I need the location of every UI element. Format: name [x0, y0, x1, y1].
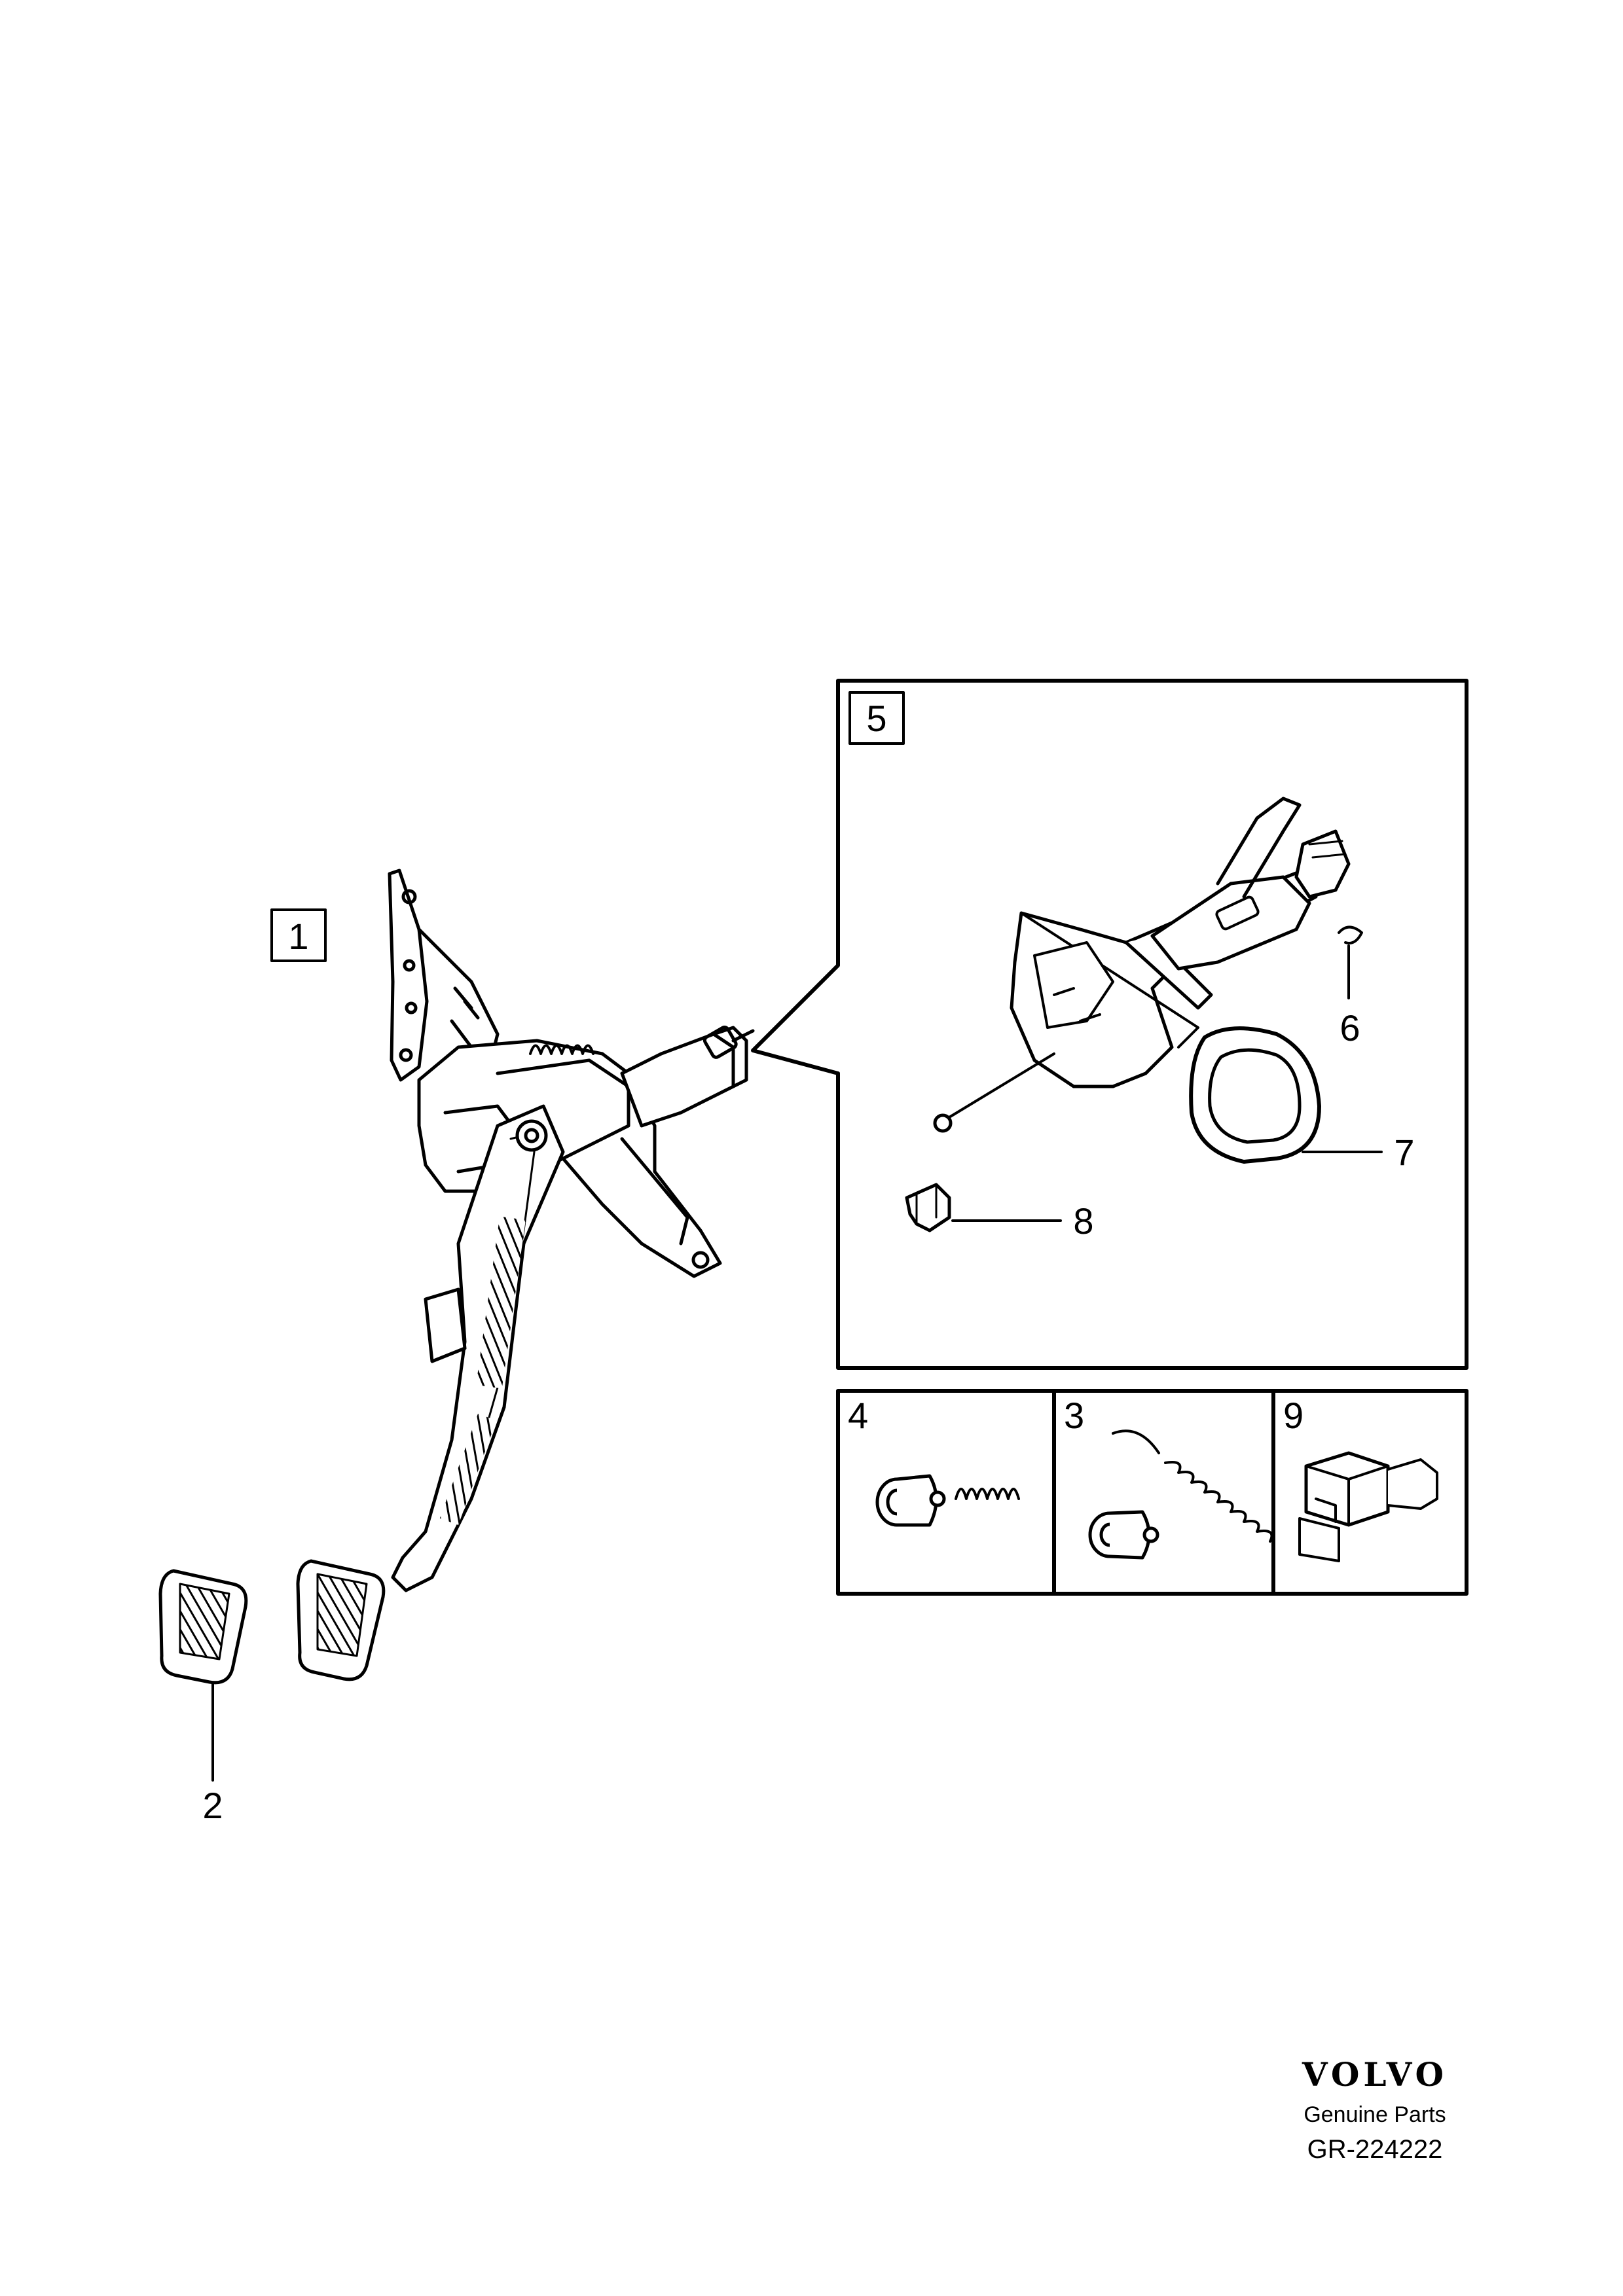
- mounting-clip: [905, 1183, 951, 1232]
- callout-2: 2: [202, 1785, 223, 1826]
- callout-6: 6: [1340, 1007, 1360, 1049]
- callout-box-1: [270, 908, 327, 962]
- callout-9: 9: [1283, 1395, 1304, 1436]
- callout-box-5: [848, 691, 905, 745]
- brand-subtitle: Genuine Parts: [1304, 2102, 1446, 2127]
- rubber-seal: [1189, 1026, 1321, 1164]
- diagram-code: GR-224222: [1307, 2135, 1443, 2164]
- bushing-and-spring-kit: [875, 1474, 1020, 1527]
- return-spring-kit: [1088, 1429, 1273, 1560]
- callout-5: 5: [866, 698, 886, 739]
- pedal-box-assembly: [296, 869, 755, 1681]
- pedal-switch: [1298, 1451, 1438, 1562]
- callout-4: 4: [848, 1395, 868, 1436]
- callout-3: 3: [1064, 1395, 1084, 1436]
- callout-8: 8: [1073, 1200, 1093, 1242]
- retaining-clip: [1338, 925, 1363, 944]
- callout-7: 7: [1394, 1132, 1414, 1173]
- callout-1: 1: [288, 916, 308, 957]
- brand-logo: VOLVO: [1302, 2055, 1448, 2094]
- clutch-master-cylinder: [933, 797, 1351, 1133]
- pedal-pad-part: [158, 1569, 248, 1685]
- kit-panels: [836, 1389, 1468, 1596]
